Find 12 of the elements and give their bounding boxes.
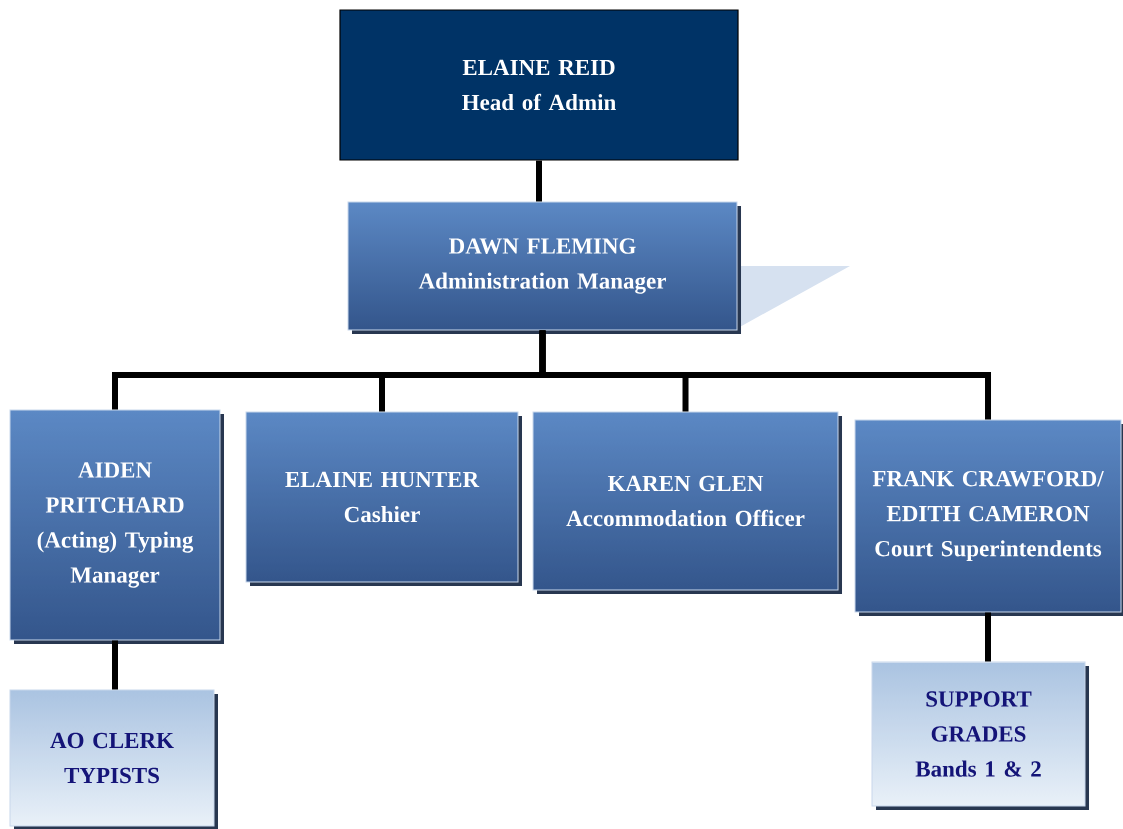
connector-line	[112, 640, 118, 690]
staff-box: KAREN GLEN Accommodation Officer	[532, 411, 842, 594]
team-box: AO CLERK TYPISTS	[9, 689, 218, 829]
team-box: SUPPORT GRADES Bands 1 & 2	[871, 661, 1089, 810]
connector-line	[985, 612, 991, 662]
connector-line	[539, 330, 991, 420]
staff-box: ELAINE HUNTER Cashier	[245, 411, 522, 586]
staff-box: AIDEN PRITCHARD (Acting) Typing Manager	[9, 409, 224, 644]
connector-line	[536, 160, 542, 202]
manager-box: DAWN FLEMING Administration Manager	[347, 201, 741, 334]
staff-box: FRANK CRAWFORD/ EDITH CAMERON Court Superintendents	[854, 419, 1123, 616]
head-box: ELAINE REID Head of Admin	[339, 9, 739, 161]
